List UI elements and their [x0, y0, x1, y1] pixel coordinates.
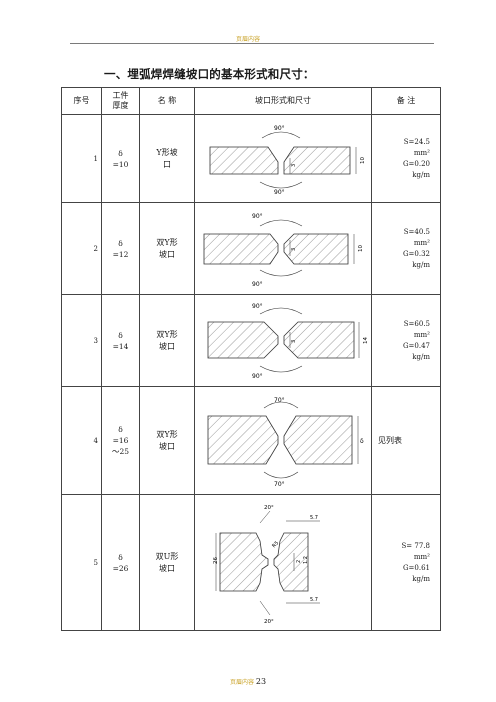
row-thickness: δ =26: [101, 494, 140, 631]
row-seq: 3: [61, 294, 102, 387]
upper-depth-label: 5.7: [310, 515, 318, 521]
angle-top-label: 20°: [264, 505, 274, 511]
angle-bottom-label: 90°: [252, 373, 263, 380]
row-note: S=40.5 mm² G=0.32 kg/m: [371, 202, 441, 295]
page-header: 页眉内容: [235, 36, 260, 43]
table-row: 1 δ =10 Y形坡 口 90° 90° 3 10: [61, 114, 441, 203]
header-note: 备 注: [371, 87, 441, 115]
angle-top-label: 90°: [252, 213, 263, 220]
row-name: Y形坡 口: [139, 114, 195, 203]
double-y-groove-drawing: 90° 90° 3 14: [207, 303, 369, 380]
root-label: 3: [291, 163, 297, 166]
groove-drawing-cell: 90° 90° 3 10: [194, 114, 372, 203]
groove-drawing-cell: 70° 70° δ: [194, 386, 372, 495]
plate-label: δ: [360, 438, 364, 445]
page-number: 23: [255, 677, 267, 686]
plate-label: 26: [213, 556, 219, 563]
groove-drawing-cell: 90° 90° 3 14: [194, 294, 372, 387]
row-seq: 4: [61, 386, 102, 495]
root-label: 3: [291, 339, 297, 342]
row-name: 双Y形 坡口: [139, 202, 195, 295]
plate-label: 14: [363, 336, 368, 343]
angle-top-label: 70°: [274, 397, 285, 404]
double-y-groove-drawing: 90° 90° 3 10: [203, 213, 364, 288]
document-title: 一、埋弧焊焊缝坡口的基本形式和尺寸：: [104, 67, 315, 81]
groove-drawing-cell: 26 20° 20° 5.7 5.7 R5 2 1.2: [194, 494, 372, 631]
header-thickness: 工件 厚度: [101, 87, 140, 115]
radius-label: R5: [271, 540, 280, 549]
double-u-groove-drawing: 26 20° 20° 5.7 5.7 R5 2 1.2: [213, 505, 320, 625]
table-header-row: 序号 工件 厚度 名 称 坡口形式和尺寸 备 注: [61, 87, 441, 115]
row-note: S=60.5 mm² G=0.47 kg/m: [371, 294, 441, 387]
row-name: 双U形 坡口: [139, 494, 195, 631]
row-note: 见列表: [371, 386, 441, 495]
root-label: 2: [296, 559, 302, 562]
angle-top-label: 90°: [252, 303, 263, 310]
row-thickness: δ =16 ～25: [101, 386, 140, 495]
groove-drawing-cell: 90° 90° 3 10: [194, 202, 372, 295]
table-row: 4 δ =16 ～25 双Y形 坡口 70° 70° δ 见列表: [61, 386, 441, 495]
row-seq: 2: [61, 202, 102, 295]
root-label: 3: [291, 247, 297, 250]
row-name: 双Y形 坡口: [139, 386, 195, 495]
page-footer: 页眉内容 23: [0, 677, 496, 686]
groove-table: 序号 工件 厚度 名 称 坡口形式和尺寸 备 注 1 δ =10 Y形坡 口 9…: [61, 87, 441, 631]
table-row: 5 δ =26 双U形 坡口 26 20° 20° 5.7 5.7 R5 2 1…: [61, 494, 441, 631]
row-note: S=24.5 mm² G=0.20 kg/m: [371, 114, 441, 203]
header-seq: 序号: [61, 87, 102, 115]
angle-bottom-label: 20°: [264, 619, 274, 625]
lower-depth-label: 5.7: [310, 597, 318, 603]
row-name: 双Y形 坡口: [139, 294, 195, 387]
y-groove-drawing: 90° 90° 3 10: [209, 125, 366, 196]
angle-bottom-label: 90°: [252, 281, 263, 288]
footer-text: 页眉内容: [229, 679, 254, 686]
row-thickness: δ =10: [101, 114, 140, 203]
header-name: 名 称: [139, 87, 195, 115]
plate-label: 10: [358, 244, 364, 251]
table-row: 2 δ =12 双Y形 坡口 90° 90° 3 10 S=40.5 mm² G…: [61, 202, 441, 295]
row-seq: 5: [61, 494, 102, 631]
header-rule: [70, 43, 434, 44]
double-y-groove-drawing: 70° 70° δ: [207, 397, 364, 488]
table-row: 3 δ =14 双Y形 坡口 90° 90° 3 14 S=60.5 mm² G…: [61, 294, 441, 387]
angle-bottom-label: 70°: [274, 481, 285, 488]
plate-label: 10: [360, 156, 366, 163]
row-note: S= 77.8 mm² G=0.61 kg/m: [371, 494, 441, 631]
mid-label: 1.2: [303, 556, 309, 564]
row-thickness: δ =12: [101, 202, 140, 295]
header-form: 坡口形式和尺寸: [194, 87, 372, 115]
angle-top-label: 90°: [274, 125, 285, 132]
angle-bottom-label: 90°: [274, 189, 285, 196]
row-seq: 1: [61, 114, 102, 203]
row-thickness: δ =14: [101, 294, 140, 387]
